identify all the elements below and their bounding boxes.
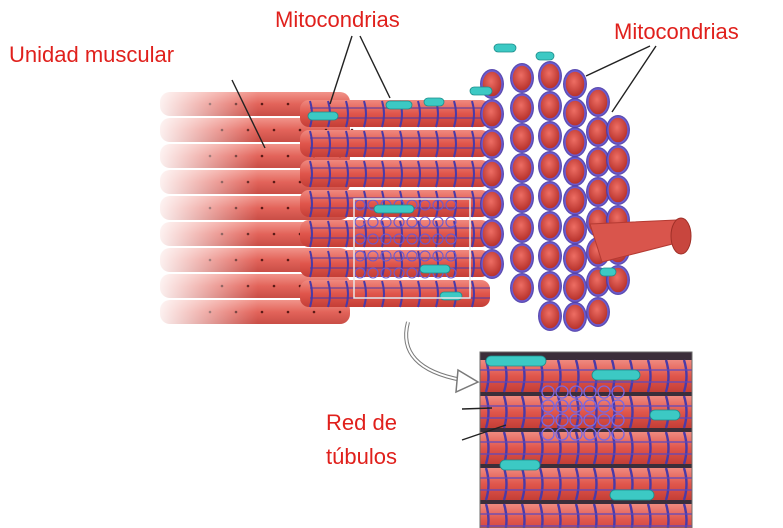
protruding-fiber xyxy=(590,218,691,262)
zoom-arrow xyxy=(406,322,478,392)
leader-mito2-b xyxy=(612,46,656,112)
label-mitocondrias-top: Mitocondrias xyxy=(275,7,400,33)
zoom-inset xyxy=(480,352,692,528)
label-red-de-line: Red de xyxy=(326,406,397,440)
label-unidad-muscular: Unidad muscular xyxy=(9,42,174,68)
label-tubulos-line: túbulos xyxy=(326,440,397,474)
label-red-de-tubulos: Red de túbulos xyxy=(326,406,397,474)
label-mitocondrias-right: Mitocondrias xyxy=(614,19,739,45)
leader-mito2-a xyxy=(586,46,650,76)
leader-red-1 xyxy=(462,408,492,409)
